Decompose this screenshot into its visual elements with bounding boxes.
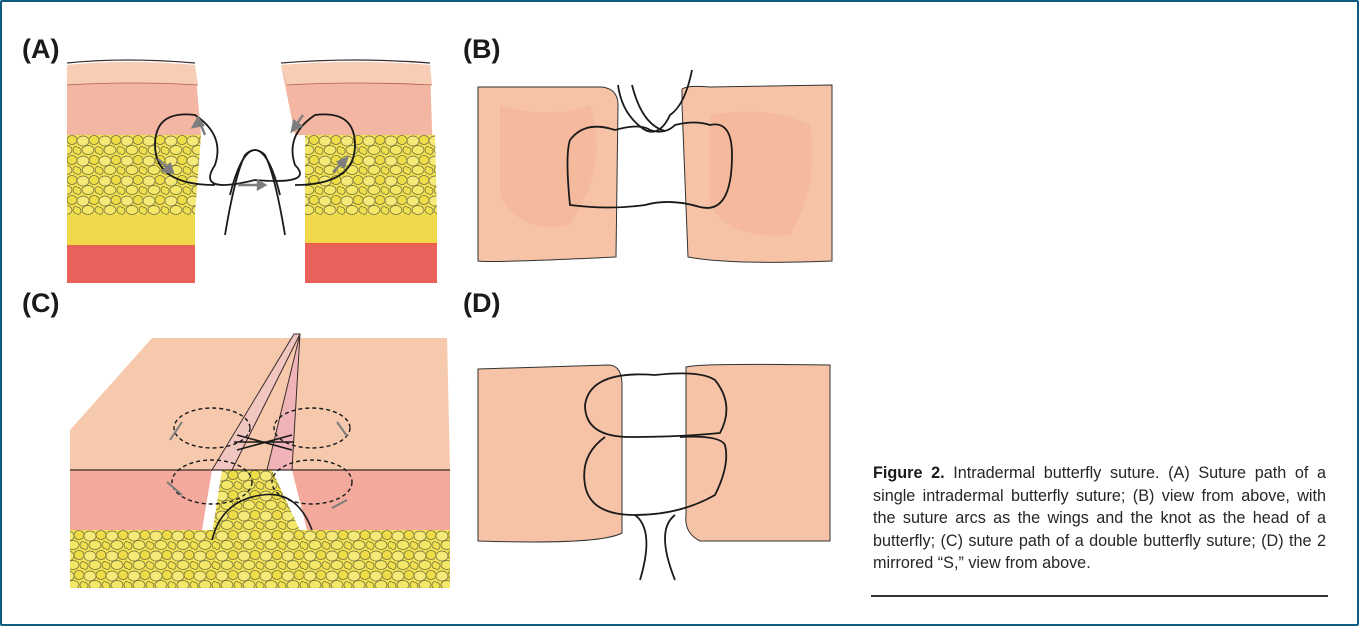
- figure-label: Figure 2.: [873, 464, 945, 482]
- skin-pad-right-d: [686, 364, 830, 541]
- skin-pad-left-d: [478, 365, 622, 542]
- panel-d-illustration: [470, 355, 870, 590]
- panel-label-a: (A): [22, 34, 59, 65]
- panel-a-drawing: [55, 55, 455, 295]
- skin-pad-left: [478, 87, 618, 262]
- panel-c-illustration: [62, 330, 462, 600]
- caption-divider: [871, 595, 1328, 597]
- panel-label-c: (C): [22, 288, 59, 319]
- panel-label-d: (D): [463, 288, 500, 319]
- panel-a-illustration: [55, 55, 455, 295]
- panel-c-drawing: [62, 330, 462, 600]
- left-skin-block: [67, 60, 201, 283]
- panel-b-illustration: [470, 65, 870, 275]
- panel-b-drawing: [470, 65, 870, 275]
- right-skin-block: [281, 60, 437, 283]
- panel-d-drawing: [470, 355, 870, 590]
- panel-label-b: (B): [463, 34, 500, 65]
- figure-caption: Figure 2. Intradermal butterfly suture. …: [873, 462, 1326, 575]
- skin-pad-right: [682, 85, 832, 262]
